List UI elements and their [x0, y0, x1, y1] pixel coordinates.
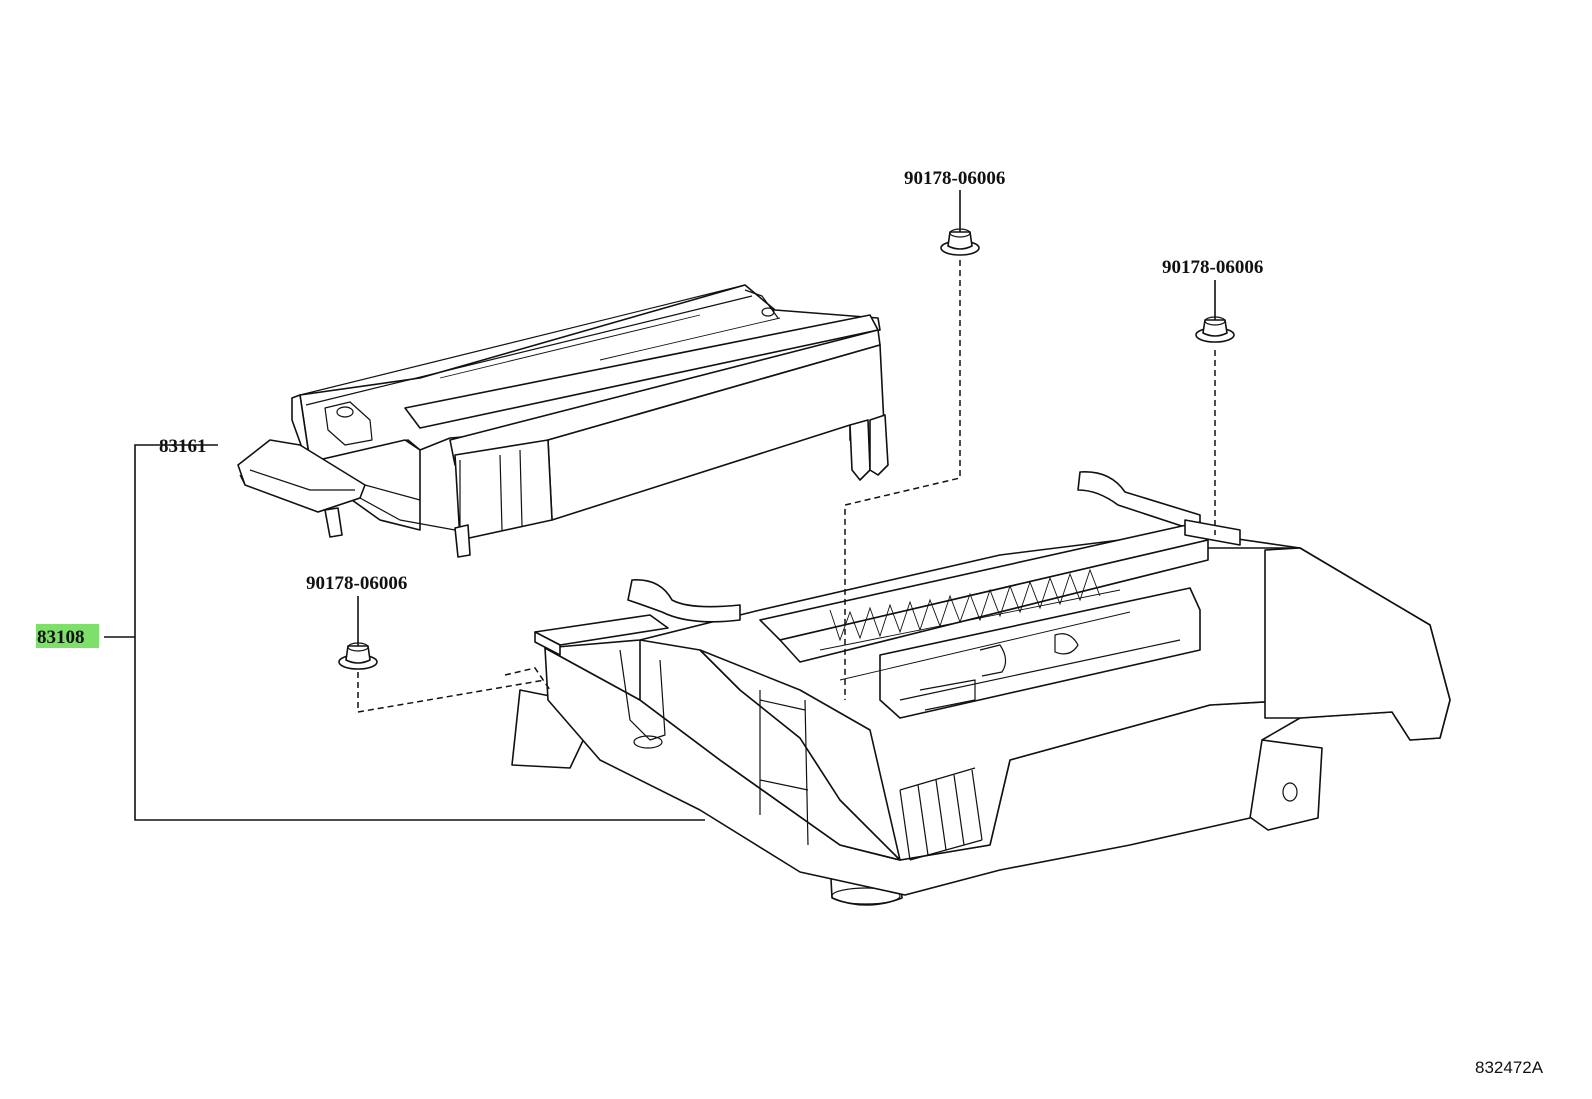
callout-nut-right[interactable]: 90178-06006	[1162, 257, 1263, 278]
callout-83108[interactable]: 83108	[37, 627, 85, 648]
assembly-bracket	[104, 444, 705, 821]
illustration-code: 832472A	[1475, 1058, 1544, 1077]
upper-cover	[237, 284, 889, 558]
callout-nut-left[interactable]: 90178-06006	[306, 573, 407, 594]
nut-top	[940, 228, 980, 256]
callout-nut-top[interactable]: 90178-06006	[904, 168, 1005, 189]
install-line-top	[844, 260, 961, 700]
nut-right	[1195, 316, 1235, 343]
callout-83161[interactable]: 83161	[159, 436, 207, 457]
assembly-highlight	[36, 624, 99, 648]
nut-left	[338, 642, 378, 670]
lower-housing	[511, 471, 1451, 906]
install-line-left	[357, 672, 546, 713]
install-line-left-2	[504, 667, 551, 691]
